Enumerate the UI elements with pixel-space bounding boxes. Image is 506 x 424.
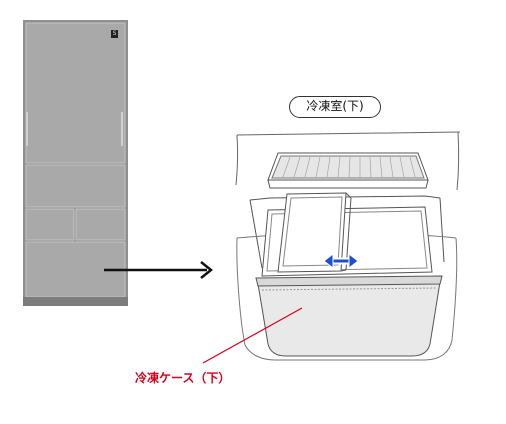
fridge-upper-door xyxy=(25,22,126,164)
callout-leader-line xyxy=(202,307,303,364)
cabinet-right-edge xyxy=(456,131,460,191)
lower-freezer-case xyxy=(257,281,441,357)
fridge-small-drawer-left xyxy=(25,208,75,241)
upper-tray-grid-lines xyxy=(282,156,416,178)
fridge-base xyxy=(23,297,128,306)
inner-basket-inset xyxy=(266,210,428,272)
small-container-inner xyxy=(282,196,343,267)
fridge-small-drawer-right xyxy=(75,208,126,241)
fridge-handle-left xyxy=(26,112,28,146)
pointer-arrow xyxy=(104,261,214,279)
brand-logo: S xyxy=(111,30,118,38)
refrigerator-icon xyxy=(23,20,128,306)
slide-direction-icon xyxy=(323,252,359,270)
lower-case-dotted-rim xyxy=(261,287,437,291)
fridge-handle-right xyxy=(121,112,123,146)
lower-cabinet-outline xyxy=(236,237,458,361)
cabinet-top-edge xyxy=(236,131,461,136)
rail-top xyxy=(249,195,441,201)
compartment-label: 冷凍室(下) xyxy=(289,96,381,118)
rail-left xyxy=(249,199,263,269)
cabinet-left-edge xyxy=(235,134,239,186)
case-label: 冷凍ケース（下） xyxy=(135,371,231,385)
upper-tray-grid xyxy=(271,155,425,179)
freezer-drawer-illustration xyxy=(235,131,461,361)
fridge-middle-drawer xyxy=(25,164,126,208)
rail-right xyxy=(439,197,445,263)
upper-tray-front xyxy=(267,179,429,189)
lower-case-rim xyxy=(255,275,443,287)
